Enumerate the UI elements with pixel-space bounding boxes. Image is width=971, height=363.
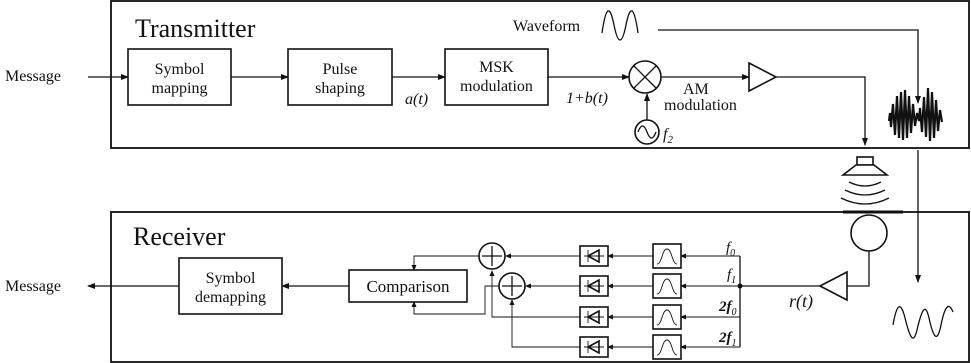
pulse-shaping-line2: shaping xyxy=(315,80,365,97)
signal-a-t: a(t) xyxy=(405,91,428,108)
branch-label-2f0: 2f0 xyxy=(718,299,737,318)
branch4-to-adder2 xyxy=(509,299,580,348)
rx-message-label: Message xyxy=(5,278,61,295)
adder1-to-comparison xyxy=(411,255,479,271)
envelope-detector-icon xyxy=(579,245,609,267)
am-label-line2: modulation xyxy=(664,97,737,114)
tx-amplifier-icon xyxy=(748,61,778,93)
envelope-detector-icon xyxy=(579,275,609,297)
oscillator-f2-icon xyxy=(634,119,660,145)
symbol-mapping-line1: Symbol xyxy=(155,61,205,78)
am-label-line1: AM xyxy=(683,81,709,98)
branch-label-f1: f1 xyxy=(727,267,736,286)
waveform-label: Waveform xyxy=(513,18,581,35)
tx-message-label: Message xyxy=(5,68,61,85)
sound-wave-arcs-icon xyxy=(840,181,890,205)
branch-label-f0: f0 xyxy=(726,240,735,259)
am-burst-waveform-icon xyxy=(887,87,944,142)
waveform-sine-icon xyxy=(601,10,639,41)
arrow-to-speaker xyxy=(776,76,868,146)
symbol-demapping-block xyxy=(178,257,283,315)
signal-r-t: r(t) xyxy=(789,291,813,312)
msk-line2: modulation xyxy=(460,78,533,95)
transmitter-panel xyxy=(110,0,970,149)
microphone-icon xyxy=(850,214,888,252)
received-sine-icon xyxy=(892,305,954,339)
transmitter-title: Transmitter xyxy=(135,14,256,43)
msk-line1: MSK xyxy=(479,59,514,76)
f2-label: f2 xyxy=(663,126,673,146)
waveform-arrow xyxy=(658,29,921,104)
symbol-mapping-line2: mapping xyxy=(152,80,208,97)
speaker-icon xyxy=(840,156,890,176)
envelope-detector-icon xyxy=(579,306,609,328)
bandpass-filter-icon xyxy=(652,243,682,269)
symbol-demapping-line1: Symbol xyxy=(206,270,256,287)
adder-plus-icon xyxy=(498,272,526,300)
rx-amplifier-icon xyxy=(818,270,848,302)
adder-plus-icon xyxy=(478,242,506,270)
receiver-title: Receiver xyxy=(133,222,226,251)
adder2-to-comparison xyxy=(411,285,499,315)
signal-1-plus-b-t: 1+b(t) xyxy=(566,90,608,107)
symbol-demapping-line2: demapping xyxy=(195,289,266,306)
envelope-detector-icon xyxy=(579,336,609,358)
receiver-panel xyxy=(110,211,970,363)
mixer-multiply-icon xyxy=(628,60,662,94)
msk-modulation-block xyxy=(444,48,549,106)
mic-to-amp-line xyxy=(847,251,870,287)
symbol-mapping-block xyxy=(127,48,232,106)
comparison-label: Comparison xyxy=(366,277,450,296)
bandpass-filter-icon xyxy=(652,304,682,330)
bandpass-filter-icon xyxy=(652,273,682,299)
branch-label-2f1: 2f1 xyxy=(718,330,737,349)
pulse-shaping-line1: Pulse xyxy=(323,61,358,78)
bandpass-filter-icon xyxy=(652,334,682,360)
